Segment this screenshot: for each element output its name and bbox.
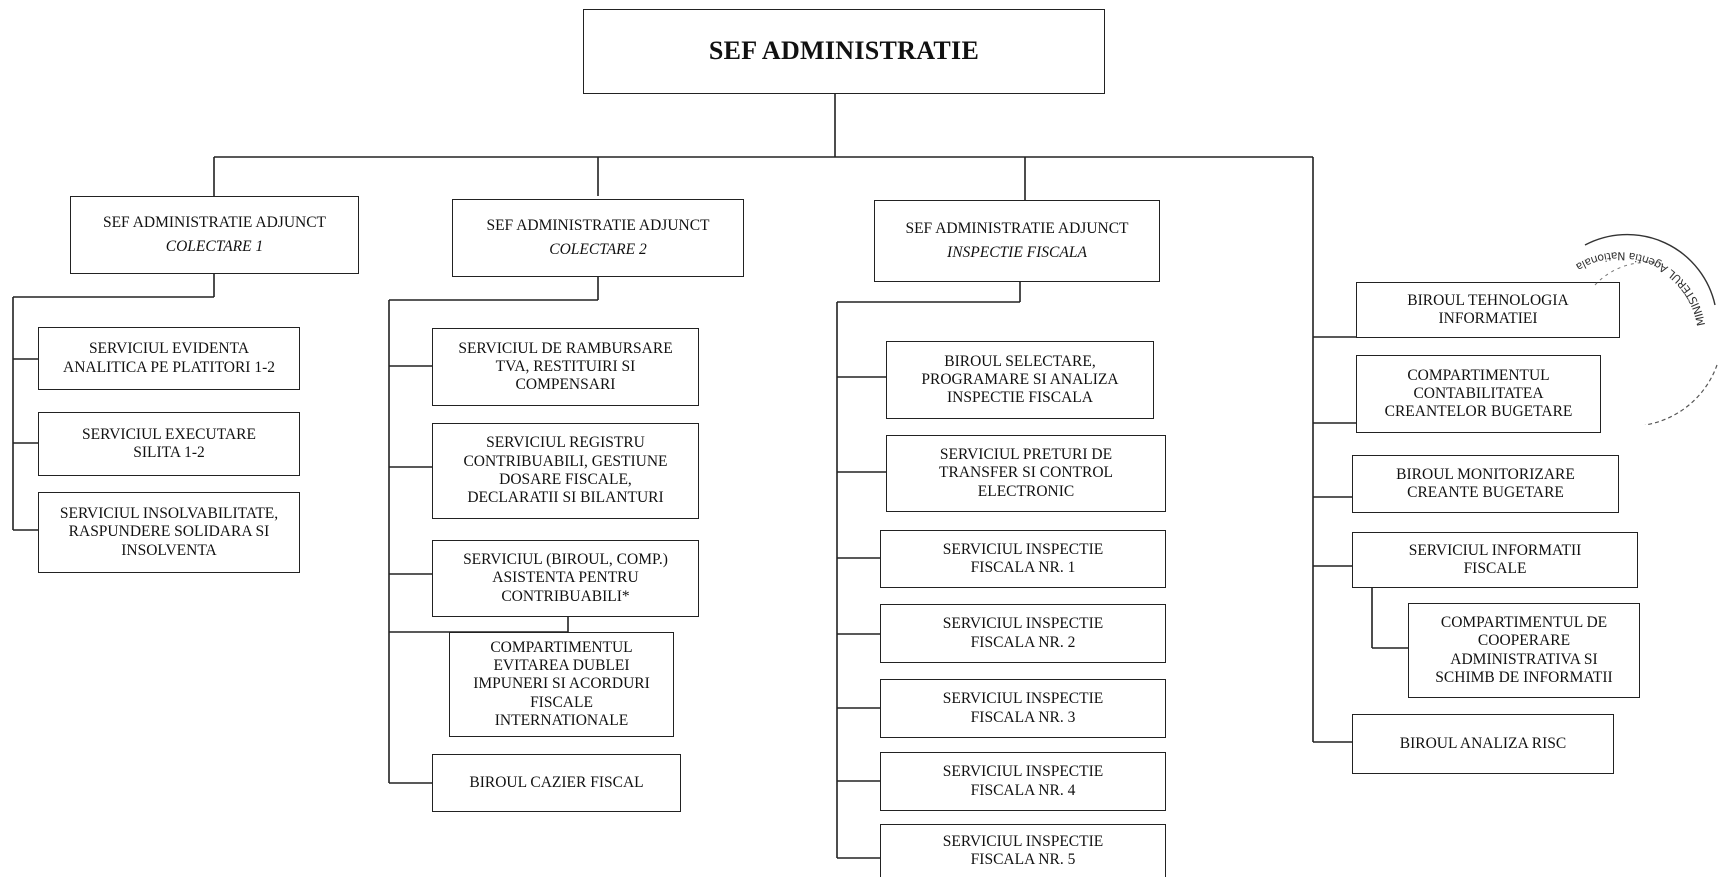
unit-line: CONTRIBUABILI* [501, 587, 630, 605]
unit-line: CREANTELOR BUGETARE [1384, 403, 1573, 421]
root-title: SEF ADMINISTRATIE [708, 36, 980, 66]
unit-line: BIROUL SELECTARE, [944, 352, 1096, 370]
unit-line: FISCALA NR. 3 [970, 708, 1076, 726]
adjunct-subtitle: COLECTARE 2 [549, 241, 647, 258]
unit-line: ELECTRONIC [977, 482, 1075, 500]
unit-line: PROGRAMARE SI ANALIZA [921, 370, 1119, 388]
unit-line: DOSARE FISCALE, [499, 471, 632, 488]
unit-line: COOPERARE [1477, 632, 1571, 650]
unit-line: CONTRIBUABILI, GESTIUNE [463, 452, 668, 470]
unit-line: COMPARTIMENTUL DE [1440, 613, 1608, 631]
unit-box: SERVICIUL INSPECTIE FISCALA NR. 3 [880, 679, 1166, 738]
unit-line: COMPENSARI [515, 376, 616, 394]
unit-box: BIROUL CAZIER FISCAL [432, 754, 681, 812]
unit-box: SERVICIUL INSPECTIE FISCALA NR. 1 [880, 530, 1166, 588]
unit-line: SILITA 1-2 [133, 444, 205, 461]
adjunct-subtitle: COLECTARE 1 [165, 238, 264, 255]
unit-line: FISCALA NR. 4 [970, 781, 1076, 799]
unit-box: BIROUL ANALIZA RISC [1352, 714, 1614, 774]
unit-box: COMPARTIMENTUL EVITAREA DUBLEI IMPUNERI … [449, 632, 674, 737]
unit-box: SERVICIUL REGISTRU CONTRIBUABILI, GESTIU… [432, 423, 699, 519]
unit-line: SERVICIUL REGISTRU [486, 434, 645, 452]
unit-box: BIROUL SELECTARE, PROGRAMARE SI ANALIZA … [886, 341, 1154, 419]
unit-line: INSOLVENTA [121, 541, 217, 559]
unit-line: CREANTE BUGETARE [1407, 484, 1564, 501]
unit-line: SERVICIUL INSPECTIE [942, 615, 1104, 633]
unit-line: BIROUL TEHNOLOGIA [1407, 291, 1569, 309]
adjunct-inspectie-fiscala: SEF ADMINISTRATIE ADJUNCT INSPECTIE FISC… [874, 200, 1160, 282]
unit-line: SERVICIUL INSPECTIE [942, 540, 1104, 558]
unit-box: SERVICIUL PRETURI DE TRANSFER SI CONTROL… [886, 435, 1166, 512]
root-box: SEF ADMINISTRATIE [583, 9, 1105, 94]
unit-line: SERVICIUL DE RAMBURSARE [458, 339, 673, 357]
adjunct-colectare-2: SEF ADMINISTRATIE ADJUNCT COLECTARE 2 [452, 199, 744, 277]
unit-box: SERVICIUL DE RAMBURSARE TVA, RESTITUIRI … [432, 328, 699, 406]
unit-box: SERVICIUL INSPECTIE FISCALA NR. 2 [880, 604, 1166, 663]
adjunct-subtitle: INSPECTIE FISCALA [947, 244, 1087, 261]
unit-line: SERVICIUL INSPECTIE [942, 763, 1104, 781]
unit-line: SERVICIUL INSPECTIE [942, 690, 1104, 708]
unit-line: TRANSFER SI CONTROL [939, 464, 1113, 482]
unit-box: SERVICIUL EVIDENTA ANALITICA PE PLATITOR… [38, 327, 300, 390]
unit-line: SERVICIUL INSOLVABILITATE, [59, 505, 279, 523]
unit-line: COMPARTIMENTUL [1407, 366, 1550, 384]
unit-line: SERVICIUL PRETURI DE [939, 446, 1113, 464]
unit-line: FISCALA NR. 1 [970, 559, 1076, 576]
unit-box: SERVICIUL EXECUTARE SILITA 1-2 [38, 412, 300, 476]
unit-line: INFORMATIEI [1438, 310, 1538, 327]
unit-line: CONTABILITATEA [1413, 384, 1544, 402]
stamp-text: MINISTERUL Agentia Nationala [1574, 249, 1709, 327]
adjunct-title: SEF ADMINISTRATIE ADJUNCT [905, 219, 1129, 237]
unit-line: BIROUL MONITORIZARE [1396, 465, 1575, 483]
unit-line: FISCALE [1463, 560, 1527, 577]
unit-line: SCHIMB DE INFORMATII [1435, 668, 1613, 686]
unit-box: SERVICIUL (BIROUL, COMP.) ASISTENTA PENT… [432, 540, 699, 617]
unit-line: COMPARTIMENTUL [490, 638, 633, 656]
unit-line: DECLARATII SI BILANTURI [467, 489, 664, 507]
adjunct-title: SEF ADMINISTRATIE ADJUNCT [102, 213, 327, 231]
unit-box: SERVICIUL INSPECTIE FISCALA NR. 4 [880, 752, 1166, 811]
unit-line: EVITAREA DUBLEI [493, 657, 630, 675]
unit-box: COMPARTIMENTUL DE COOPERARE ADMINISTRATI… [1408, 603, 1640, 698]
unit-line: SERVICIUL INFORMATII [1408, 541, 1582, 559]
unit-line: INTERNATIONALE [494, 711, 629, 729]
unit-line: ASISTENTA PENTRU [492, 569, 639, 587]
unit-line: INSPECTIE FISCALA [947, 389, 1093, 407]
unit-box: SERVICIUL INSPECTIE FISCALA NR. 5 [880, 824, 1166, 877]
unit-box: BIROUL MONITORIZARE CREANTE BUGETARE [1352, 455, 1619, 513]
official-stamp-icon: MINISTERUL Agentia Nationala [1574, 233, 1718, 425]
unit-line: FISCALA NR. 5 [970, 851, 1076, 868]
unit-box: SERVICIUL INSOLVABILITATE, RASPUNDERE SO… [38, 492, 300, 573]
unit-line: SERVICIUL EXECUTARE [82, 425, 256, 443]
unit-line: RASPUNDERE SOLIDARA SI [68, 523, 270, 541]
unit-line: IMPUNERI SI ACORDURI [473, 675, 650, 693]
adjunct-title: SEF ADMINISTRATIE ADJUNCT [486, 216, 710, 234]
unit-line: SERVICIUL (BIROUL, COMP.) [463, 551, 668, 569]
unit-line: ANALITICA PE PLATITORI 1-2 [63, 358, 275, 376]
unit-line: TVA, RESTITUIRI SI [495, 357, 636, 375]
unit-line: ADMINISTRATIVA SI [1450, 650, 1598, 668]
svg-text:MINISTERUL Agentia Nationala: MINISTERUL Agentia Nationala [1574, 249, 1709, 327]
unit-box: BIROUL TEHNOLOGIA INFORMATIEI [1356, 282, 1620, 338]
unit-line: BIROUL ANALIZA RISC [1399, 734, 1567, 752]
unit-box: SERVICIUL INFORMATII FISCALE [1352, 532, 1638, 588]
unit-line: FISCALA NR. 2 [970, 633, 1076, 651]
unit-line: BIROUL CAZIER FISCAL [469, 773, 644, 791]
adjunct-colectare-1: SEF ADMINISTRATIE ADJUNCT COLECTARE 1 [70, 196, 359, 274]
unit-line: SERVICIUL EVIDENTA [88, 340, 250, 358]
unit-line: SERVICIUL INSPECTIE [942, 832, 1104, 850]
unit-box: COMPARTIMENTUL CONTABILITATEA CREANTELOR… [1356, 355, 1601, 433]
unit-line: FISCALE [530, 693, 593, 711]
